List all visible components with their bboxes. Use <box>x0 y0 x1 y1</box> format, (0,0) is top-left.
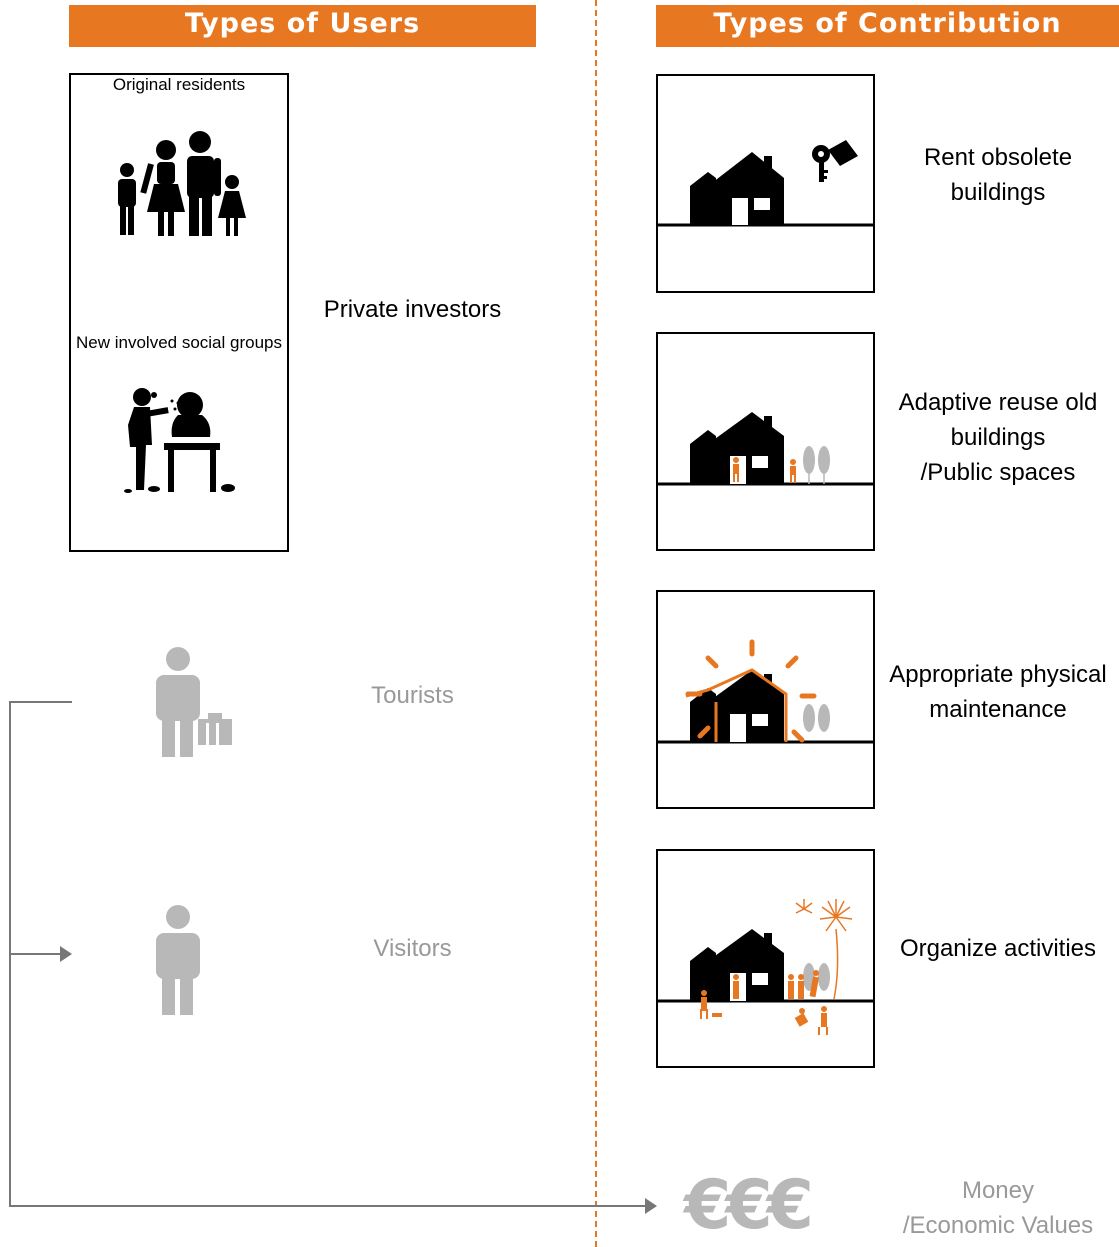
contribution-adaptive-line1: Adaptive reuse old <box>898 389 1098 416</box>
header-types-of-contribution: Types of Contribution <box>656 5 1119 47</box>
contribution-activities-label: Organize activities <box>880 931 1116 966</box>
sculptor-icon <box>124 388 235 493</box>
house-maintenance-icon <box>656 639 875 744</box>
header-users-text: Types of Users <box>184 8 421 39</box>
visitors-label: Visitors <box>373 935 452 962</box>
money-line2: /Economic Values <box>902 1212 1094 1239</box>
contribution-activities-line1: Organize activities <box>899 935 1097 962</box>
visitor-icon <box>156 905 200 1015</box>
contribution-rent-label: Rent obsolete buildings <box>880 140 1116 210</box>
contribution-rent-line2: buildings <box>950 179 1046 206</box>
residents-groups-box <box>69 73 289 552</box>
private-investors-label: Private investors <box>323 296 502 323</box>
header-types-of-users: Types of Users <box>69 5 536 47</box>
money-label: Money /Economic Values <box>880 1173 1116 1243</box>
house-with-key-icon <box>656 140 875 227</box>
euro-symbols-icon: €€€ <box>684 1166 814 1245</box>
house-activities-icon <box>656 899 875 1035</box>
new-social-groups-label: New involved social groups <box>76 333 282 352</box>
contribution-adaptive-line3: /Public spaces <box>920 459 1076 486</box>
family-icon <box>118 131 246 236</box>
house-with-people-trees-icon <box>656 412 875 486</box>
contribution-maintenance-label: Appropriate physical maintenance <box>880 657 1116 727</box>
contribution-rent-line1: Rent obsolete <box>923 144 1073 171</box>
contribution-adaptive-label: Adaptive reuse old buildings /Public spa… <box>880 385 1116 490</box>
tourists-label: Tourists <box>371 682 454 709</box>
header-contribution-text: Types of Contribution <box>713 8 1062 39</box>
center-divider <box>595 0 597 1247</box>
money-line1: Money <box>961 1177 1035 1204</box>
contribution-maintenance-line2: maintenance <box>929 696 1067 723</box>
contribution-maintenance-line1: Appropriate physical <box>889 661 1107 688</box>
tourist-icon <box>156 647 232 757</box>
original-residents-label: Original residents <box>112 75 246 94</box>
contribution-adaptive-line2: buildings <box>950 424 1046 451</box>
